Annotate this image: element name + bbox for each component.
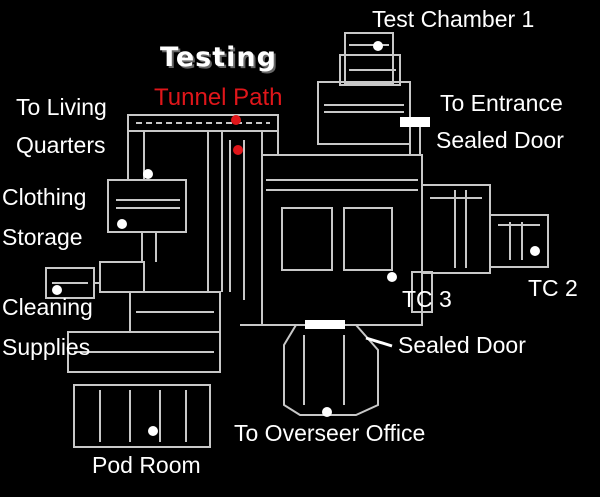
map-subtitle: Tunnel Path — [154, 84, 283, 111]
marker-living-quarters — [143, 169, 153, 179]
label-tc3: TC 3 — [402, 286, 452, 312]
tunnel-path-marker — [231, 115, 241, 125]
label-supplies: Supplies — [2, 334, 91, 360]
marker-tc3 — [387, 272, 397, 282]
sealed-door-pointer — [365, 336, 393, 348]
marker-cleaning-supplies — [52, 285, 62, 295]
label-to-living: To Living — [16, 94, 107, 120]
label-to-entrance: To Entrance — [440, 90, 563, 116]
map-title: Testing — [160, 42, 277, 73]
map-walls — [45, 32, 549, 448]
label-storage: Storage — [2, 224, 83, 250]
label-overseer-office: To Overseer Office — [234, 420, 426, 446]
marker-clothing-storage — [117, 219, 127, 229]
marker-test-chamber-1 — [373, 41, 383, 51]
label-quarters: Quarters — [16, 132, 106, 158]
label-tc2: TC 2 — [528, 275, 578, 301]
label-pod-room: Pod Room — [92, 452, 201, 478]
sealed-door-entrance — [400, 117, 430, 127]
sealed-door-overseer — [305, 320, 345, 329]
label-entrance-sealed-door: Sealed Door — [436, 127, 564, 153]
label-sealed-door: Sealed Door — [398, 332, 526, 358]
label-test-chamber-1: Test Chamber 1 — [372, 6, 535, 32]
marker-tc2 — [530, 246, 540, 256]
label-cleaning: Cleaning — [2, 294, 93, 320]
label-clothing: Clothing — [2, 184, 87, 210]
marker-overseer-office — [322, 407, 332, 417]
marker-pod-room — [148, 426, 158, 436]
tunnel-path-marker — [233, 145, 243, 155]
